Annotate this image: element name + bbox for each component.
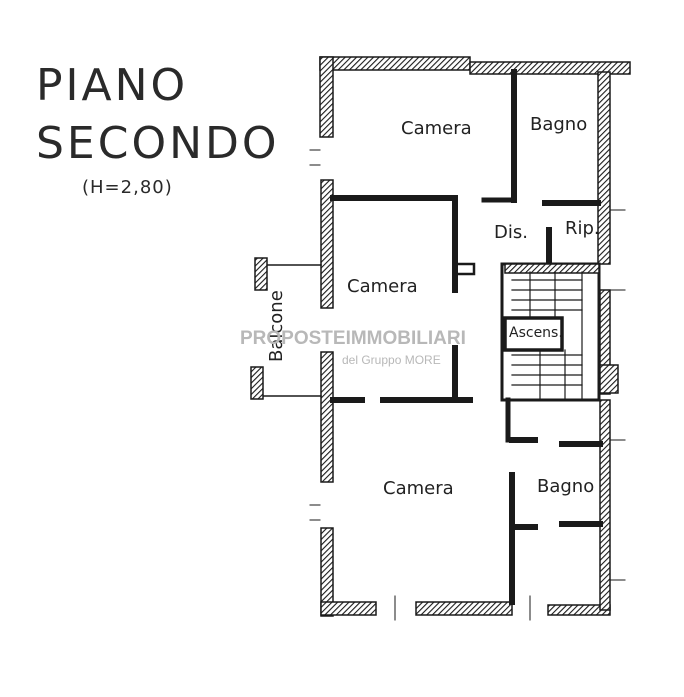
room-label-dis: Dis. [494,222,528,243]
wall-left-3 [320,351,334,483]
window-marks [309,149,626,621]
room-label-ascens: Ascens. [509,325,563,341]
room-label-rip: Rip. [565,218,600,239]
wall-bottom-left [320,601,377,616]
wall-left-1 [319,56,334,138]
wall-right-1 [597,71,611,265]
wall-left-2 [320,179,334,309]
room-label-balcone: Balcone [266,290,287,362]
wall-left-4 [320,527,334,617]
stair-top-band [504,263,600,274]
room-label-bagno-top: Bagno [530,114,588,135]
room-label-camera-bottom: Camera [383,478,454,499]
room-label-camera-top: Camera [401,118,472,139]
room-label-camera-mid: Camera [347,276,418,297]
floor-plan-title-line2: SECONDO [36,118,280,169]
lift-shaft [503,316,564,352]
pillar-mid [454,262,476,276]
outer-walls [319,56,631,617]
stair-side-hatch [599,364,619,394]
floor-plan-title-line1: PIANO [36,60,189,111]
watermark-line1: PROPOSTEIMMOBILIARI [240,328,466,349]
room-label-bagno-bottom: Bagno [537,476,595,497]
wall-top-right [469,61,631,75]
wall-bottom-mid [415,601,513,616]
wall-right-3 [599,399,611,611]
watermark-line2: del Gruppo MORE [342,353,441,367]
inner-walls [250,69,626,621]
balcony [250,257,322,400]
ceiling-height-note: (H=2,80) [82,177,173,198]
wall-top-left [319,56,471,71]
stair-treads [511,271,583,399]
